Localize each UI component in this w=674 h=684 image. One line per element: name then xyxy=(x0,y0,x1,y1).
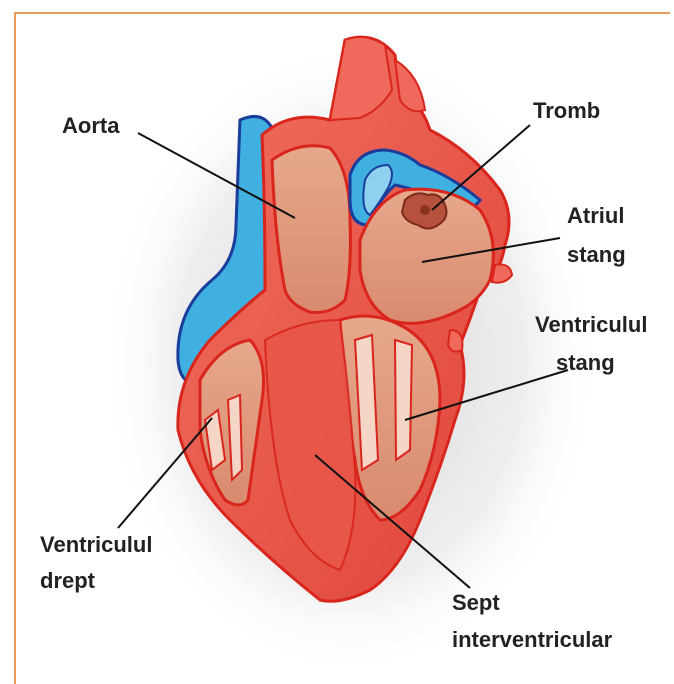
label-sept-line1: Sept xyxy=(452,590,500,615)
label-ventriculul-stang-line2: stang xyxy=(556,350,615,375)
label-atriul-line2: stang xyxy=(567,242,626,267)
aorta-chamber xyxy=(272,146,350,313)
thrombus-detail xyxy=(420,205,430,215)
label-ventriculul-drept-line1: Ventriculul xyxy=(40,532,152,557)
label-ventriculul-drept-line2: drept xyxy=(40,568,96,593)
lower-vessel-stub xyxy=(448,330,463,352)
left-valve-2 xyxy=(395,340,412,460)
label-tromb: Tromb xyxy=(533,98,600,123)
label-atriul-line1: Atriul xyxy=(567,203,624,228)
label-sept-line2: interventricular xyxy=(452,627,613,652)
label-aorta: Aorta xyxy=(62,113,120,138)
label-ventriculul-stang-line1: Ventriculul xyxy=(535,312,647,337)
